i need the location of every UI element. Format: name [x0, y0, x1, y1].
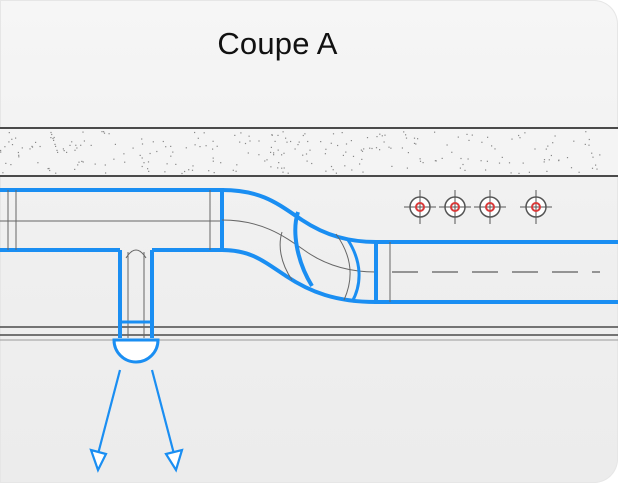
pipe-section-markers	[404, 190, 552, 224]
airflow-arrows	[89, 369, 184, 473]
false-ceiling	[0, 326, 618, 341]
pipe-section-icon	[474, 190, 506, 224]
duct-run	[0, 188, 618, 364]
pipe-section-icon	[404, 190, 436, 224]
pipe-section-icon	[439, 190, 471, 224]
pipe-section-icon	[520, 190, 552, 224]
diagram-title: Coupe A	[217, 26, 338, 61]
concrete-slab	[0, 127, 618, 177]
airflow-arrow-icon	[150, 369, 184, 473]
airflow-arrow-icon	[89, 369, 122, 473]
